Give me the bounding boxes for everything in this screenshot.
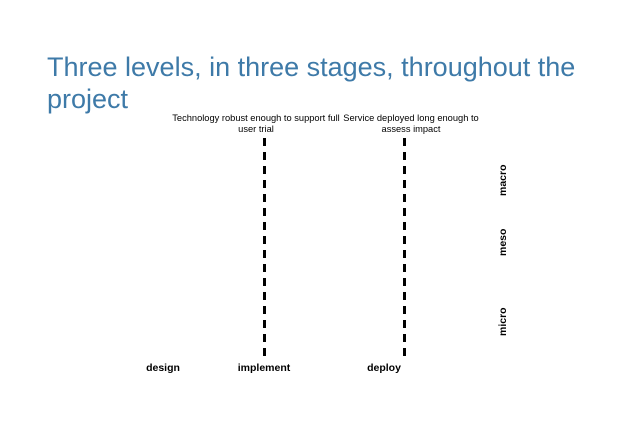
level-label-meso: meso — [497, 228, 509, 256]
level-label-macro: macro — [497, 164, 509, 196]
stage-label-design: design — [146, 362, 180, 374]
stage-label-deploy: deploy — [367, 362, 401, 374]
dashed-divider-implement-deploy — [403, 138, 406, 362]
level-label-micro: micro — [497, 307, 509, 336]
page-title: Three levels, in three stages, throughou… — [47, 52, 583, 115]
annotation-service-deployed: Service deployed long enough to assess i… — [343, 113, 479, 135]
dashed-divider-design-implement — [263, 138, 266, 362]
stage-label-implement: implement — [237, 362, 291, 374]
annotation-technology-robust: Technology robust enough to support full… — [172, 113, 340, 135]
